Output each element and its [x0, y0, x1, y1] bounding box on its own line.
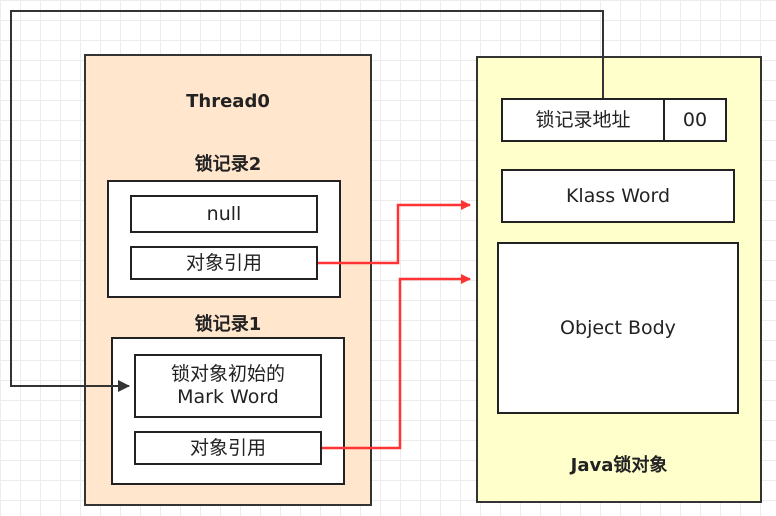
mark-word-to-lock-record-pointer	[10, 10, 604, 392]
lock-record-1-displaced-mark-word: 锁对象初始的 Mark Word	[134, 354, 322, 418]
object-body: Object Body	[497, 242, 739, 414]
mark-word-lock-bits-cell: 00	[663, 98, 727, 142]
displaced-mark-word-line-1: 锁对象初始的	[170, 363, 285, 386]
lock-record-2-reference-arrow	[318, 200, 471, 265]
displaced-mark-word-line-2: Mark Word	[177, 386, 279, 408]
thread-title: Thread0	[186, 91, 270, 112]
lock-record-2-object-reference: 对象引用	[130, 246, 318, 280]
lock-record-2-title: 锁记录2	[194, 154, 262, 175]
lock-record-1-reference-arrow	[322, 274, 471, 450]
mark-word-address-cell: 锁记录地址	[501, 98, 665, 142]
java-object-title: Java锁对象	[570, 455, 668, 476]
klass-word: Klass Word	[501, 169, 735, 223]
lock-record-2-null-slot: null	[130, 195, 318, 233]
lock-record-1-title: 锁记录1	[194, 314, 262, 335]
lock-record-1-object-reference: 对象引用	[134, 431, 322, 465]
